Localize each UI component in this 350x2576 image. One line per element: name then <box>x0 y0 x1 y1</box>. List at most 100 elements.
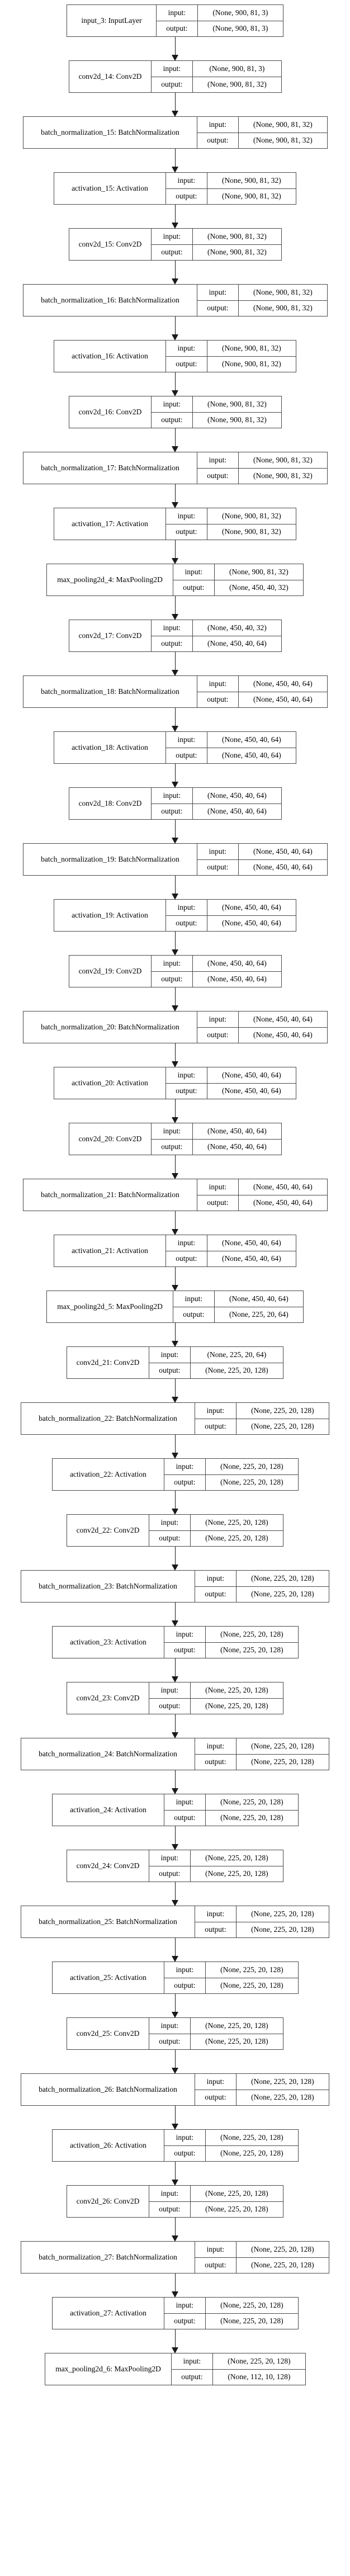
layer-name: activation_15: Activation <box>54 173 166 204</box>
layer-io-table: input:(None, 225, 20, 128)output:(None, … <box>164 1627 298 1658</box>
connector-arrowhead-icon <box>172 1453 179 1459</box>
layer-output-row: output:(None, 225, 20, 128) <box>149 1866 283 1882</box>
layer-output-shape: (None, 900, 81, 32) <box>207 415 267 424</box>
connector-edge <box>175 2050 176 2068</box>
layer-name: batch_normalization_19: BatchNormalizati… <box>23 844 197 875</box>
connector-edge <box>175 428 176 447</box>
layer-name: conv2d_17: Conv2D <box>69 620 152 651</box>
layer-output-label: output: <box>166 524 207 540</box>
layer-input-row: input:(None, 900, 81, 32) <box>197 285 327 301</box>
layer-input-label: input: <box>166 341 207 356</box>
layer-output-shape: (None, 450, 40, 64) <box>253 1031 313 1039</box>
connector-arrowhead-icon <box>172 1117 179 1123</box>
layer-input-row: input:(None, 225, 20, 128) <box>149 1850 283 1866</box>
layer-input-label: input: <box>195 2242 237 2257</box>
connector-edge <box>175 1547 176 1565</box>
connector-edge <box>175 1826 176 1845</box>
layer-node: batch_normalization_15: BatchNormalizati… <box>23 116 328 149</box>
layer-input-shape: (None, 225, 20, 128) <box>205 1685 268 1694</box>
connector-arrowhead-icon <box>172 2124 179 2130</box>
connector-arrowhead-icon <box>172 782 179 788</box>
layer-output-row: output:(None, 900, 81, 32) <box>166 188 296 204</box>
layer-output-label: output: <box>164 1810 206 1826</box>
layer-input-row: input:(None, 900, 81, 32) <box>152 396 281 413</box>
connector-edge <box>175 1211 176 1230</box>
layer-input-label: input: <box>164 1459 206 1474</box>
layer-output-row: output:(None, 450, 40, 64) <box>152 636 281 651</box>
layer-output-shape: (None, 450, 40, 64) <box>221 1254 281 1263</box>
connector-arrowhead-icon <box>172 1788 179 1794</box>
layer-output-shape: (None, 900, 81, 32) <box>221 527 281 536</box>
layer-output-row: output:(None, 900, 81, 32) <box>197 468 327 484</box>
layer-output-label: output: <box>152 803 193 819</box>
layer-output-row: output:(None, 450, 40, 64) <box>166 1083 296 1099</box>
layer-name: batch_normalization_16: BatchNormalizati… <box>23 285 197 316</box>
layer-output-row: output:(None, 225, 20, 128) <box>149 2201 283 2217</box>
layer-io-table: input:(None, 225, 20, 128)output:(None, … <box>164 1962 298 1993</box>
connector-arrowhead-icon <box>172 1229 179 1235</box>
connector-edge <box>175 1043 176 1062</box>
connector-arrowhead-icon <box>172 2347 179 2353</box>
layer-output-label: output: <box>164 1978 206 1993</box>
layer-input-shape: (None, 225, 20, 128) <box>251 2077 314 2086</box>
connector-arrowhead-icon <box>172 1397 179 1403</box>
connector-edge <box>175 1267 176 1285</box>
layer-input-shape: (None, 225, 20, 128) <box>251 1406 314 1415</box>
connector-arrowhead-icon <box>172 334 179 341</box>
connector-arrowhead-icon <box>172 949 179 956</box>
layer-input-shape: (None, 225, 20, 128) <box>205 2021 268 2030</box>
layer-output-row: output:(None, 900, 81, 32) <box>152 244 281 260</box>
layer-input-shape: (None, 450, 40, 64) <box>229 1294 288 1303</box>
layer-input-label: input: <box>195 1403 237 1419</box>
layer-output-row: output:(None, 225, 20, 128) <box>164 2313 298 2329</box>
layer-input-label: input: <box>173 564 215 580</box>
layer-io-table: input:(None, 450, 40, 64)output:(None, 4… <box>197 1179 327 1211</box>
layer-output-shape: (None, 225, 20, 128) <box>220 1813 283 1822</box>
layer-output-shape: (None, 225, 20, 128) <box>220 2149 283 2158</box>
layer-name: conv2d_16: Conv2D <box>69 396 152 428</box>
layer-io-table: input:(None, 225, 20, 64)output:(None, 2… <box>149 1347 283 1378</box>
layer-input-shape: (None, 450, 40, 64) <box>207 1126 267 1135</box>
connector-arrowhead-icon <box>172 502 179 508</box>
layer-input-row: input:(None, 900, 81, 32) <box>197 452 327 469</box>
layer-output-shape: (None, 450, 40, 64) <box>253 863 313 872</box>
layer-io-table: input:(None, 225, 20, 128)output:(None, … <box>164 1794 298 1826</box>
layer-output-row: output:(None, 225, 20, 128) <box>195 1419 329 1434</box>
layer-input-row: input:(None, 225, 20, 128) <box>195 1571 329 1587</box>
layer-input-shape: (None, 450, 40, 64) <box>253 1182 313 1191</box>
layer-output-row: output:(None, 450, 40, 64) <box>197 1027 327 1043</box>
layer-name: activation_26: Activation <box>53 2130 164 2161</box>
connector-arrowhead-icon <box>172 390 179 396</box>
layer-input-label: input: <box>172 2353 213 2369</box>
layer-io-table: input:(None, 225, 20, 128)output:(None, … <box>195 1738 329 1770</box>
layer-input-label: input: <box>197 117 239 133</box>
layer-input-label: input: <box>152 1123 193 1139</box>
layer-output-shape: (None, 450, 40, 64) <box>207 807 267 816</box>
layer-node: batch_normalization_19: BatchNormalizati… <box>23 843 328 876</box>
layer-output-shape: (None, 225, 20, 128) <box>205 1869 268 1878</box>
layer-output-label: output: <box>195 1754 237 1770</box>
connector-edge <box>175 1435 176 1453</box>
layer-output-shape: (None, 225, 20, 128) <box>251 1422 314 1431</box>
layer-input-row: input:(None, 225, 20, 128) <box>172 2353 305 2370</box>
layer-input-label: input: <box>166 508 207 524</box>
layer-input-row: input:(None, 225, 20, 128) <box>149 2186 283 2202</box>
layer-input-shape: (None, 225, 20, 128) <box>205 1518 268 1526</box>
layer-output-shape: (None, 900, 81, 3) <box>212 24 268 33</box>
layer-io-table: input:(None, 450, 40, 64)output:(None, 4… <box>166 732 296 763</box>
layer-output-label: output: <box>164 2145 206 2161</box>
layer-name: batch_normalization_20: BatchNormalizati… <box>23 1012 197 1043</box>
layer-output-label: output: <box>149 2201 191 2217</box>
layer-name: conv2d_18: Conv2D <box>69 788 152 819</box>
layer-output-shape: (None, 225, 20, 128) <box>251 2261 314 2270</box>
layer-output-label: output: <box>149 1698 191 1714</box>
layer-input-shape: (None, 900, 81, 32) <box>229 567 288 576</box>
layer-output-label: output: <box>152 412 193 428</box>
connector-edge <box>175 1938 176 1956</box>
